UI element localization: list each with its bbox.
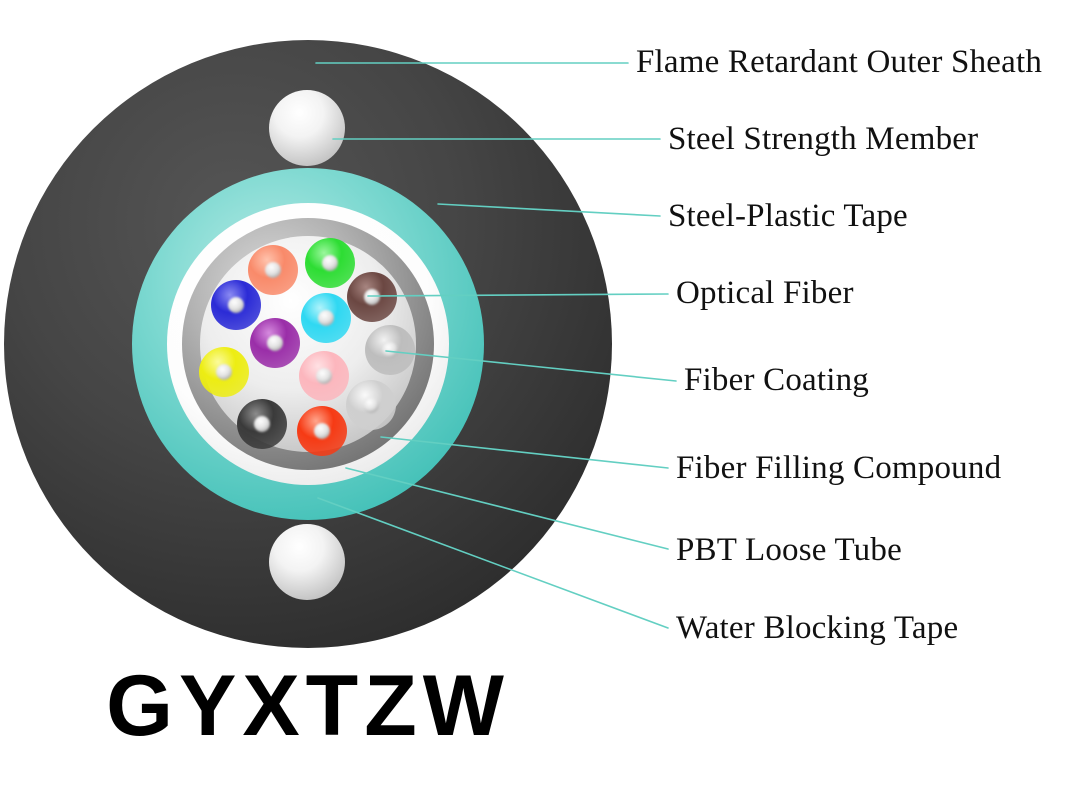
callout-label-water-blocking-tape: Water Blocking Tape — [676, 610, 959, 646]
callout-label-outer-sheath: Flame Retardant Outer Sheath — [636, 44, 1043, 80]
fiber-core-slate-grey — [382, 342, 398, 358]
fiber-core-cyan — [318, 310, 334, 326]
callout-label-fiber-filling-compound: Fiber Filling Compound — [676, 450, 1002, 486]
optical-fiber-yellow — [199, 347, 249, 397]
optical-fiber-red — [297, 406, 347, 456]
optical-fiber-green — [305, 238, 355, 288]
leader-line-pbt-loose-tube — [345, 467, 669, 550]
optical-fiber-cyan — [301, 293, 351, 343]
fiber-core-yellow — [216, 364, 232, 380]
callout-label-fiber-coating: Fiber Coating — [684, 362, 870, 398]
fiber-core-brown — [364, 289, 380, 305]
product-name-title: GYXTZW — [106, 658, 510, 754]
optical-fiber-slate-grey — [365, 325, 415, 375]
steel-strength-member-top — [269, 90, 345, 166]
leader-line-water-blocking-tape — [317, 497, 669, 629]
fiber-core-blue — [228, 297, 244, 313]
callout-label-steel-strength-member-top: Steel Strength Member — [668, 121, 979, 157]
optical-fiber-orange — [248, 245, 298, 295]
fiber-core-orange — [265, 262, 281, 278]
optical-fiber-blue — [211, 280, 261, 330]
callout-label-optical-fiber: Optical Fiber — [676, 275, 854, 311]
fiber-core-rose — [316, 368, 332, 384]
callout-label-steel-plastic-tape: Steel-Plastic Tape — [668, 198, 908, 234]
fiber-core-white-grey — [363, 397, 379, 413]
callout-leader-lines — [315, 62, 677, 629]
fiber-core-violet — [267, 335, 283, 351]
callout-label-pbt-loose-tube: PBT Loose Tube — [676, 532, 902, 568]
fiber-core-black — [254, 416, 270, 432]
optical-fiber-brown — [347, 272, 397, 322]
cable-body — [4, 40, 612, 648]
fiber-core-green — [322, 255, 338, 271]
leader-line-fiber-coating — [385, 350, 677, 382]
optical-fiber-black — [237, 399, 287, 449]
optical-fiber-white-grey — [346, 380, 396, 430]
fiber-core-red — [314, 423, 330, 439]
leader-line-optical-fiber — [367, 293, 669, 297]
steel-strength-member-bottom — [269, 524, 345, 600]
optical-fiber-violet — [250, 318, 300, 368]
optical-fiber-rose — [299, 351, 349, 401]
leader-line-steel-plastic-tape — [437, 203, 661, 217]
leader-line-fiber-filling-compound — [380, 436, 669, 469]
